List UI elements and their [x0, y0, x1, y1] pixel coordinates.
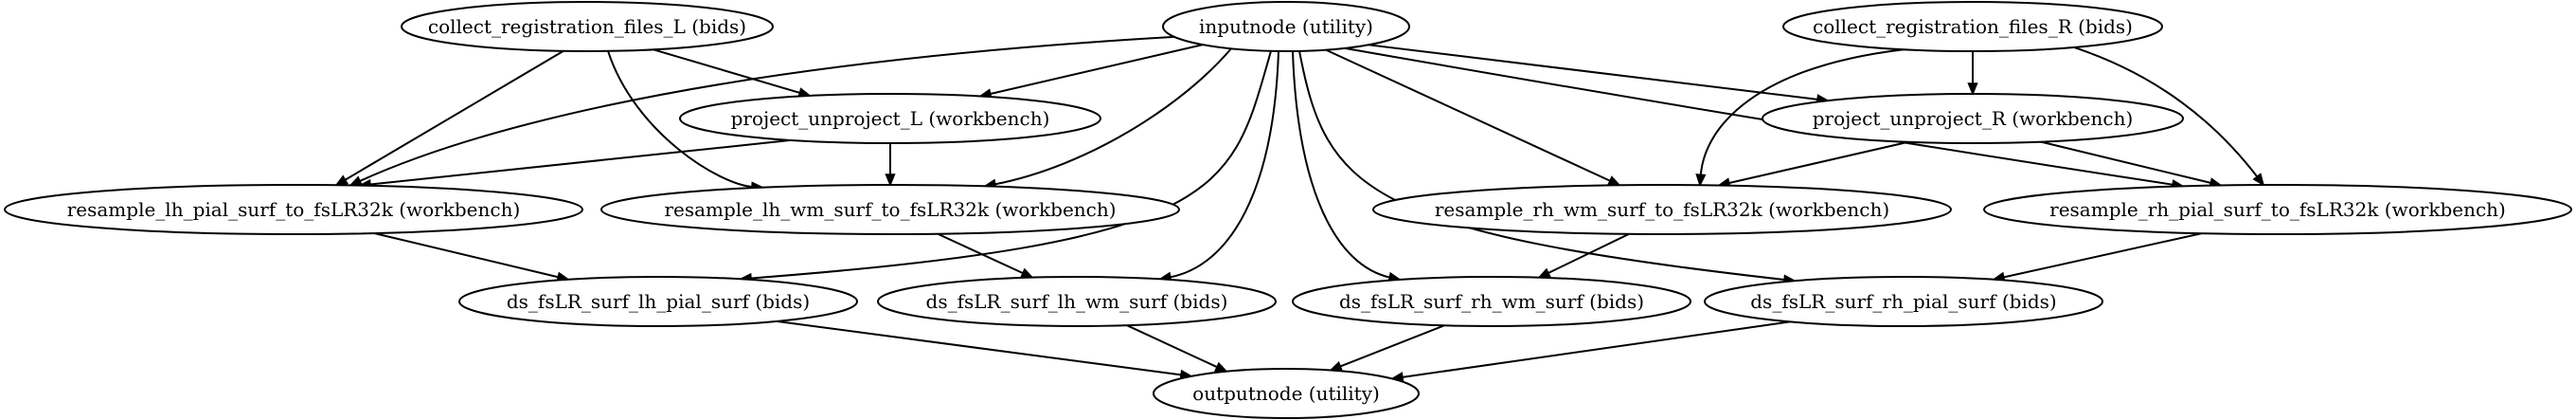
- edge-inputnode-to-res_lh_wm: [993, 47, 1232, 186]
- edge-collect_L-to-proj_L: [653, 48, 801, 95]
- node-collect_L: collect_registration_files_L (bids): [401, 1, 774, 52]
- node-ds_lh_wm: ds_fsLR_surf_lh_wm_surf (bids): [877, 276, 1277, 327]
- node-ellipse: [1983, 184, 2572, 235]
- graph-edges: [334, 35, 2265, 383]
- edge-res_lh_wm-to-ds_lh_wm: [937, 232, 1025, 275]
- node-ellipse: [600, 184, 1180, 235]
- edge-proj_L-to-res_lh_pial: [368, 138, 792, 186]
- edge-ds_rh_pial-to-outputnode: [1401, 320, 1791, 378]
- node-ellipse: [401, 1, 774, 52]
- node-ds_lh_pial: ds_fsLR_surf_lh_pial_surf (bids): [458, 276, 858, 327]
- node-label: outputnode (utility): [1192, 382, 1380, 405]
- node-ellipse: [1782, 1, 2163, 52]
- node-outputnode: outputnode (utility): [1153, 368, 1420, 419]
- node-ellipse: [458, 276, 858, 327]
- edge-inputnode-to-res_rh_pial: [1344, 46, 2174, 186]
- edge-proj_R-to-res_rh_pial: [2040, 140, 2212, 185]
- node-ds_rh_wm: ds_fsLR_surf_rh_wm_surf (bids): [1292, 276, 1691, 327]
- arrowhead-inputnode-to-res_rh_wm: [1606, 175, 1621, 187]
- edge-inputnode-to-ds_lh_pial: [749, 50, 1272, 280]
- arrowhead-res_rh_wm-to-ds_rh_wm: [1537, 267, 1552, 279]
- arrowhead-collect_R-to-res_rh_pial: [2252, 173, 2265, 187]
- edge-inputnode-to-ds_rh_wm: [1292, 50, 1391, 279]
- node-ellipse: [1153, 368, 1420, 419]
- node-label: collect_registration_files_R (bids): [1813, 15, 2133, 38]
- node-label: resample_rh_pial_surf_to_fsLR32k (workbe…: [2049, 198, 2506, 221]
- edge-ds_lh_wm-to-outputnode: [1126, 324, 1219, 369]
- node-label: resample_rh_wm_surf_to_fsLR32k (workbenc…: [1435, 198, 1889, 221]
- node-collect_R: collect_registration_files_R (bids): [1782, 1, 2163, 52]
- edge-inputnode-to-ds_lh_wm: [1169, 50, 1279, 279]
- edge-inputnode-to-ds_rh_pial: [1298, 50, 1786, 282]
- node-label: ds_fsLR_surf_lh_pial_surf (bids): [507, 290, 810, 313]
- node-label: project_unproject_R (workbench): [1813, 107, 2134, 130]
- node-label: ds_fsLR_surf_rh_wm_surf (bids): [1339, 290, 1644, 313]
- node-ellipse: [679, 93, 1101, 144]
- edge-collect_R-to-res_rh_pial: [2073, 46, 2259, 178]
- node-ellipse: [1162, 1, 1410, 52]
- arrowhead-collect_R-to-proj_R: [1967, 82, 1978, 96]
- arrowhead-proj_L-to-res_lh_wm: [885, 173, 896, 187]
- node-label: ds_fsLR_surf_lh_wm_surf (bids): [926, 290, 1228, 313]
- node-label: ds_fsLR_surf_rh_pial_surf (bids): [1750, 290, 2056, 313]
- edge-inputnode-to-res_lh_pial: [358, 35, 1175, 183]
- node-ellipse: [877, 276, 1277, 327]
- node-ellipse: [1762, 93, 2184, 144]
- node-res_lh_wm: resample_lh_wm_surf_to_fsLR32k (workbenc…: [600, 184, 1180, 235]
- node-ellipse: [1704, 276, 2103, 327]
- edge-proj_R-to-res_rh_wm: [1727, 140, 1909, 185]
- edge-res_rh_pial-to-ds_rh_pial: [2002, 232, 2203, 279]
- arrowhead-ds_lh_wm-to-outputnode: [1213, 361, 1228, 373]
- edge-inputnode-to-res_rh_wm: [1325, 48, 1612, 183]
- edge-ds_rh_wm-to-outputnode: [1338, 324, 1445, 368]
- node-proj_R: project_unproject_R (workbench): [1762, 93, 2184, 144]
- node-ds_rh_pial: ds_fsLR_surf_rh_pial_surf (bids): [1704, 276, 2103, 327]
- graph-nodes: collect_registration_files_L (bids) input…: [4, 1, 2572, 419]
- node-ellipse: [1372, 184, 1952, 235]
- edge-collect_R-to-res_rh_wm: [1699, 48, 1905, 176]
- edge-res_lh_pial-to-ds_lh_pial: [373, 231, 560, 279]
- node-ellipse: [4, 184, 583, 235]
- node-label: collect_registration_files_L (bids): [428, 15, 746, 38]
- arrowhead-res_lh_wm-to-ds_lh_wm: [1019, 267, 1034, 279]
- arrowhead-inputnode-to-res_lh_pial: [349, 175, 364, 187]
- node-label: inputnode (utility): [1199, 15, 1373, 38]
- arrowhead-collect_L-to-res_lh_pial: [334, 174, 349, 187]
- node-proj_L: project_unproject_L (workbench): [679, 93, 1101, 144]
- node-label: resample_lh_pial_surf_to_fsLR32k (workbe…: [67, 198, 521, 221]
- edge-inputnode-to-proj_L: [989, 44, 1204, 96]
- node-label: project_unproject_L (workbench): [731, 107, 1050, 130]
- arrowhead-collect_R-to-res_rh_wm: [1695, 173, 1707, 188]
- edge-inputnode-to-proj_R: [1368, 44, 1819, 100]
- node-res_rh_pial: resample_rh_pial_surf_to_fsLR32k (workbe…: [1983, 184, 2572, 235]
- node-inputnode: inputnode (utility): [1162, 1, 1410, 52]
- node-res_rh_wm: resample_rh_wm_surf_to_fsLR32k (workbenc…: [1372, 184, 1952, 235]
- edge-ds_lh_pial-to-outputnode: [776, 320, 1183, 376]
- node-res_lh_pial: resample_lh_pial_surf_to_fsLR32k (workbe…: [4, 184, 583, 235]
- arrowhead-ds_rh_wm-to-outputnode: [1329, 360, 1343, 372]
- edge-collect_L-to-res_lh_wm: [607, 50, 754, 189]
- edge-res_rh_wm-to-ds_rh_wm: [1547, 232, 1630, 275]
- node-label: resample_lh_wm_surf_to_fsLR32k (workbenc…: [664, 198, 1116, 221]
- edge-collect_L-to-res_lh_pial: [344, 49, 564, 182]
- node-ellipse: [1292, 276, 1691, 327]
